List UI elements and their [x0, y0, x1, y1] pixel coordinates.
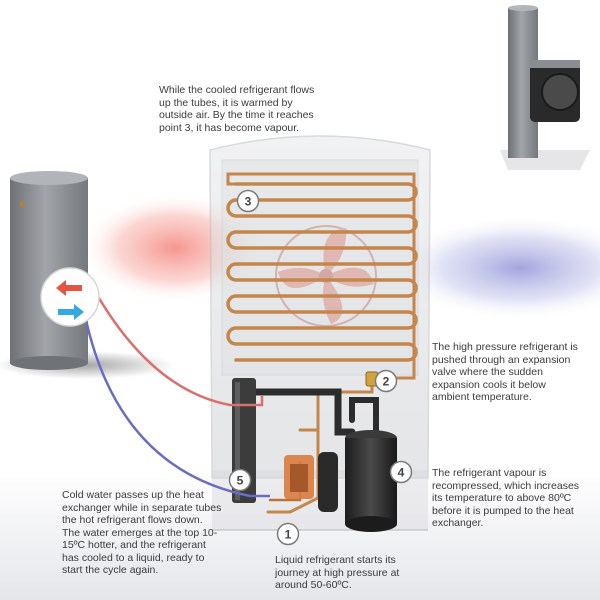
hot-out-arrow-icon — [56, 280, 82, 296]
marker-1: 1 — [276, 522, 300, 546]
svg-text:3: 3 — [245, 195, 252, 209]
marker-5: 5 — [228, 468, 252, 492]
callout-step-4: The refrigerant vapour is recompressed, … — [432, 467, 580, 529]
refrigerant-pipes — [252, 376, 394, 514]
hot-water-pipe — [90, 285, 264, 407]
svg-text:4: 4 — [398, 466, 405, 480]
callout-step-2: The high pressure refrigerant is pushed … — [432, 341, 578, 403]
cold-in-arrow-icon — [58, 304, 84, 320]
callout-step-1: Liquid refrigerant starts its journey at… — [275, 554, 400, 591]
marker-4: 4 — [389, 460, 413, 484]
marker-2: 2 — [374, 369, 398, 393]
svg-text:2: 2 — [383, 375, 390, 389]
callout-step-5: Cold water passes up the heat exchanger … — [62, 489, 222, 576]
cold-water-pipe — [84, 319, 270, 498]
callout-step-3: While the cooled refrigerant flows up th… — [159, 84, 315, 134]
cool-air-cloud — [390, 216, 600, 320]
svg-text:5: 5 — [237, 474, 244, 488]
installed-unit-inset — [500, 5, 590, 170]
marker-3: 3 — [236, 189, 260, 213]
evaporator-coil — [226, 172, 418, 380]
pump-parts — [284, 452, 338, 512]
svg-text:1: 1 — [285, 528, 292, 542]
water-flow-badge — [40, 267, 100, 327]
compressor — [345, 430, 397, 532]
